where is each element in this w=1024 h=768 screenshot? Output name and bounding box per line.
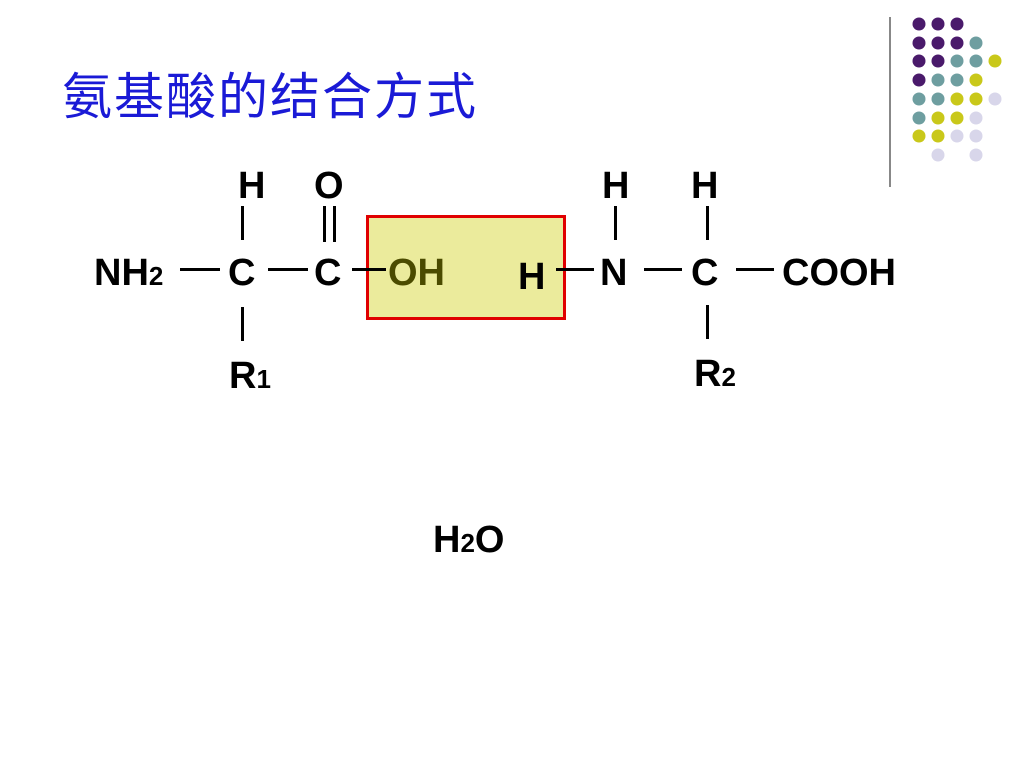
decorative-dot: [950, 129, 964, 143]
dehydration-highlight-box: [366, 215, 566, 320]
bond-c1-c2: [268, 268, 308, 271]
decorative-dot: [912, 36, 926, 50]
bond-c2-o-b: [333, 206, 336, 242]
decorative-dot: [969, 111, 983, 125]
bond-c2-oh: [352, 268, 386, 271]
decorative-dot: [988, 92, 1002, 106]
group-r2: R2: [694, 355, 736, 393]
decorative-dot: [969, 148, 983, 162]
water-molecule: H2O: [433, 521, 504, 559]
bond-c3-cooh: [736, 268, 774, 271]
atom-o-carbonyl: O: [314, 165, 344, 207]
decorative-dot: [950, 111, 964, 125]
water-h: H: [433, 519, 461, 561]
decorative-dot: [931, 92, 945, 106]
decorative-dot: [912, 73, 926, 87]
decorative-dot: [969, 129, 983, 143]
bond-c3-h: [706, 206, 709, 240]
bond-n-c1: [180, 268, 220, 271]
decorative-dot: [912, 54, 926, 68]
decorative-dot: [931, 36, 945, 50]
decorative-dot: [969, 73, 983, 87]
atom-h-amine: H: [602, 165, 630, 207]
decorative-dot: [912, 17, 926, 31]
divider-line: [889, 17, 891, 187]
decorative-dot: [912, 129, 926, 143]
atom-c-alpha1: C: [228, 252, 256, 294]
bond-n-h: [614, 206, 617, 240]
atom-h-removed: H: [518, 256, 546, 298]
decorative-dot: [912, 111, 926, 125]
water-subscript: 2: [460, 528, 475, 558]
atom-h-alpha2: H: [691, 165, 719, 207]
water-o: O: [474, 519, 505, 561]
bond-n-c3: [644, 268, 682, 271]
decorative-dot: [931, 54, 945, 68]
group-nh2: NH2: [94, 254, 163, 292]
group-oh: OH: [388, 252, 445, 294]
decorative-dot: [931, 111, 945, 125]
bond-c1-r1: [241, 307, 244, 341]
bond-h-n: [556, 268, 594, 271]
decorative-dot: [950, 36, 964, 50]
decorative-dot: [969, 92, 983, 106]
slide-title: 氨基酸的结合方式: [62, 68, 478, 126]
decorative-dot: [931, 17, 945, 31]
atom-c-alpha2: C: [691, 252, 719, 294]
nh-subscript: 2: [148, 261, 164, 291]
decorative-dot-grid: [912, 17, 1002, 162]
decorative-dot: [969, 54, 983, 68]
r2-subscript: 2: [721, 362, 736, 392]
r1-subscript: 1: [256, 364, 271, 394]
decorative-dot: [969, 36, 983, 50]
atom-h-alpha1: H: [238, 165, 266, 207]
decorative-dot: [931, 73, 945, 87]
r1-text: R: [229, 355, 257, 397]
decorative-dot: [912, 92, 926, 106]
group-cooh: COOH: [782, 252, 896, 294]
decorative-dot: [931, 148, 945, 162]
decorative-dot: [988, 54, 1002, 68]
decorative-dot: [950, 54, 964, 68]
decorative-dot: [950, 17, 964, 31]
group-r1: R1: [229, 357, 271, 395]
decorative-dot: [950, 73, 964, 87]
r2-text: R: [694, 353, 722, 395]
atom-c-carboxyl: C: [314, 252, 342, 294]
decorative-dot: [950, 92, 964, 106]
bond-c1-h: [241, 206, 244, 240]
nh-text: NH: [94, 252, 149, 294]
decorative-dot: [931, 129, 945, 143]
bond-c3-r2: [706, 305, 709, 339]
bond-c2-o-a: [323, 206, 326, 242]
atom-n: N: [600, 252, 628, 294]
